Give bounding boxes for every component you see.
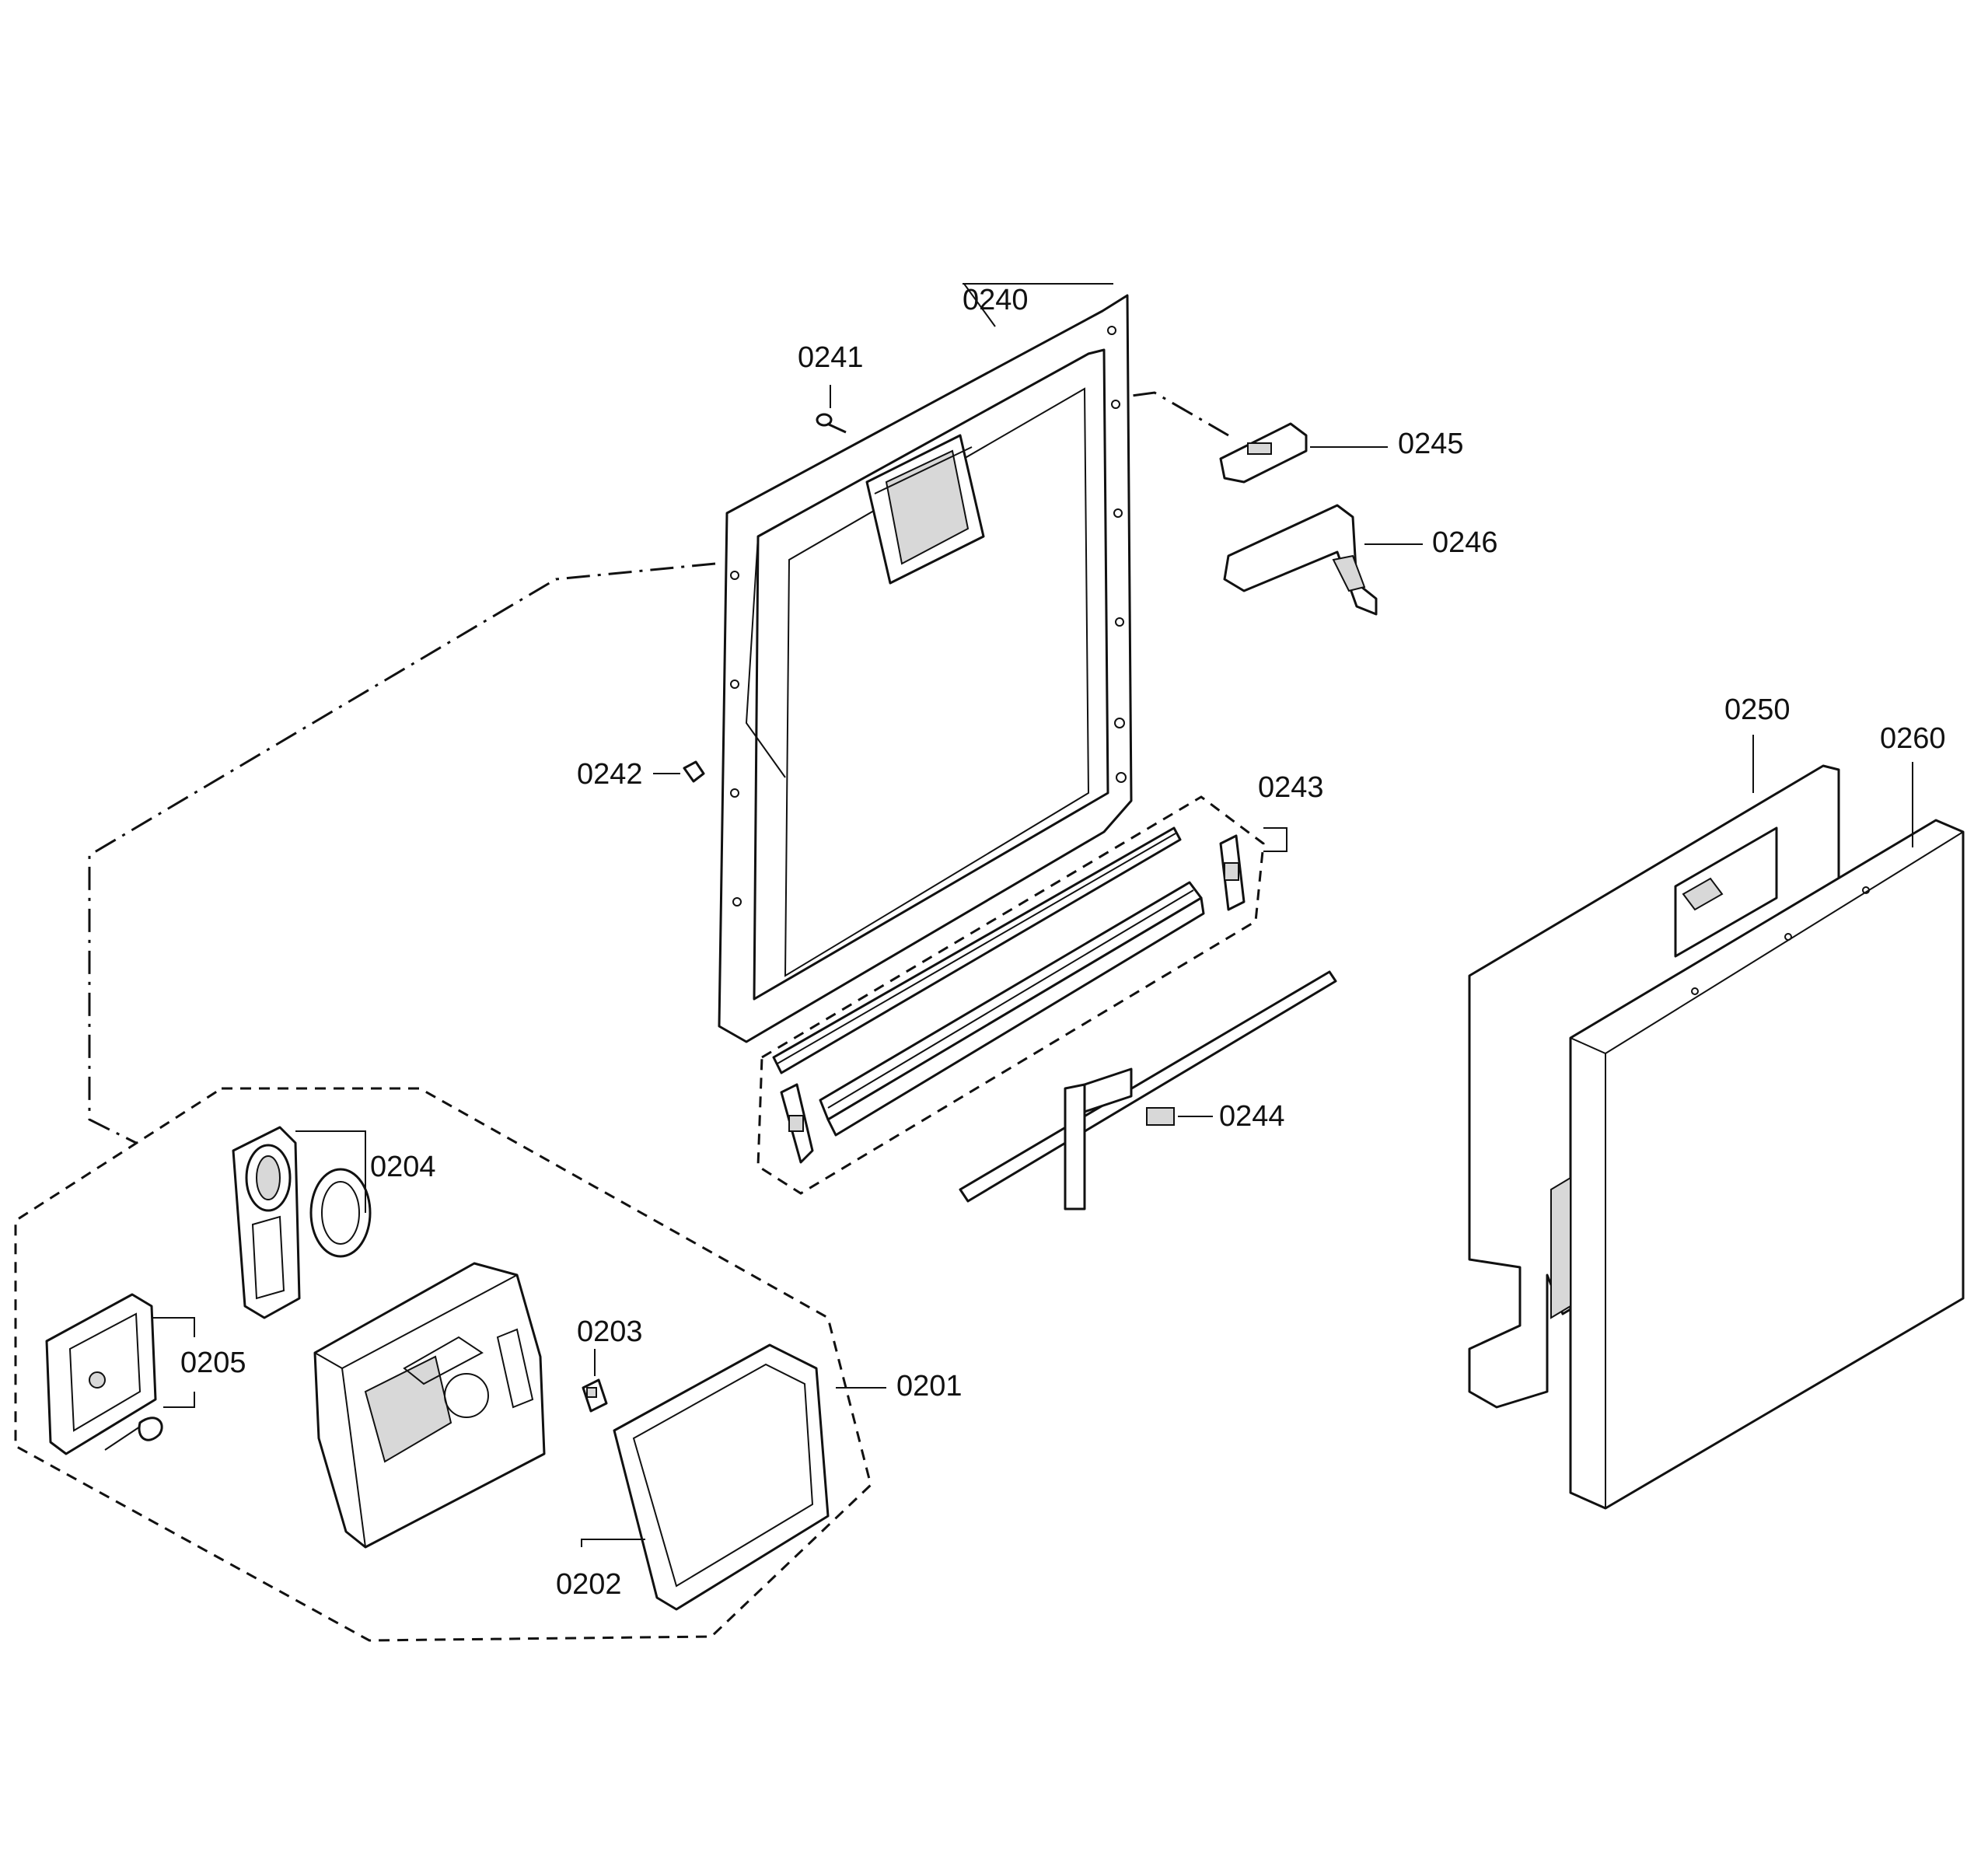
control-box — [313, 1262, 546, 1549]
assembly-boundary — [88, 562, 716, 1144]
rail-0244 — [959, 970, 1337, 1210]
label-0250: 0250 — [1724, 693, 1791, 726]
knob-0203 — [582, 1378, 608, 1413]
assembly-boundary-top — [924, 391, 1229, 437]
label-0244: 0244 — [1219, 1100, 1285, 1133]
hinge-right — [1219, 834, 1246, 911]
screw-0242 — [683, 760, 705, 783]
front-panel-0260 — [1550, 819, 1965, 1510]
latch-0245 — [1219, 422, 1308, 484]
label-0202: 0202 — [556, 1568, 622, 1601]
bracket-0204 — [232, 1126, 301, 1319]
window-frame-0202 — [613, 1343, 830, 1611]
seal-strip — [772, 826, 1182, 1074]
hinge-left — [780, 1083, 814, 1164]
label-0241: 0241 — [798, 341, 864, 374]
label-0201: 0201 — [896, 1370, 963, 1403]
leader-0240 — [963, 283, 1113, 327]
bracket-0246 — [1223, 504, 1378, 616]
leader-0204 — [295, 1130, 366, 1213]
label-0205: 0205 — [180, 1347, 246, 1379]
label-0242: 0242 — [577, 758, 643, 791]
label-0260: 0260 — [1880, 722, 1946, 755]
label-0246: 0246 — [1432, 526, 1498, 559]
label-0240: 0240 — [963, 284, 1029, 316]
inner-door-frame — [718, 294, 1133, 1043]
leader-0202 — [581, 1539, 645, 1547]
cover-0205 — [45, 1293, 163, 1455]
gasket-ring-0204 — [309, 1168, 372, 1258]
hinge-kit-boundary — [756, 795, 1265, 1195]
label-0245: 0245 — [1398, 428, 1464, 460]
label-0204: 0204 — [370, 1151, 436, 1183]
label-0243: 0243 — [1258, 771, 1324, 804]
label-0203: 0203 — [577, 1315, 643, 1348]
leader-0205 — [152, 1317, 195, 1408]
screw-0241 — [816, 413, 847, 434]
bottom-rail — [819, 881, 1205, 1137]
leader-0243 — [1263, 827, 1287, 852]
